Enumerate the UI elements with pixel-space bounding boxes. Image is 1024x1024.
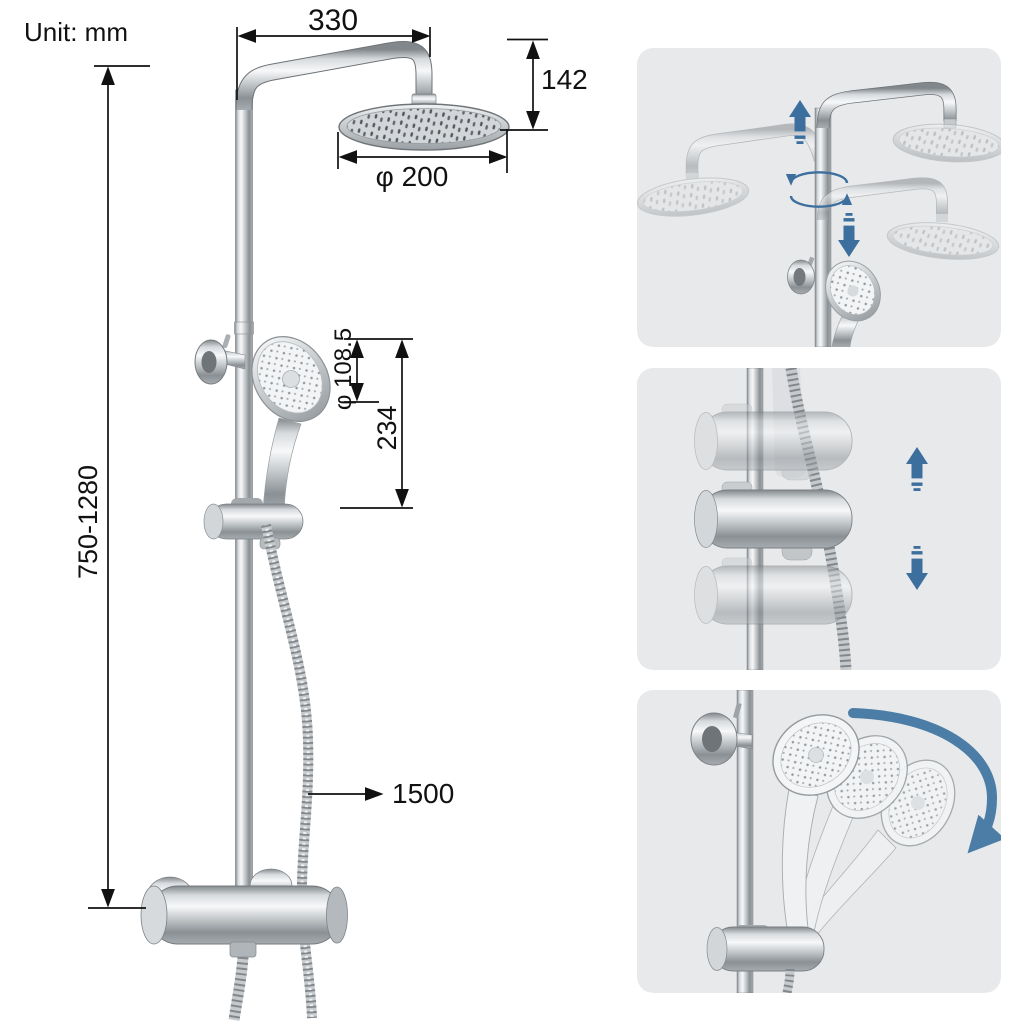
panel3-slider — [706, 925, 825, 993]
main-drawing: Unit: mm 330 142 φ 200 φ 108.5 234 750-1… — [24, 4, 588, 1021]
unit-label: Unit: mm — [24, 17, 128, 47]
valve-knob-right — [326, 886, 348, 944]
curved-swivel-arrow-icon — [848, 708, 1001, 854]
hand-shower-handle — [262, 417, 302, 514]
slider-knob-current — [694, 481, 853, 561]
slider-knob-ghost-bottom — [694, 557, 853, 625]
slider-bracket — [203, 498, 304, 550]
rain-shower-head — [338, 103, 510, 151]
dim-hand-head-diameter — [344, 338, 413, 403]
hand-shower-tilt-1 — [772, 714, 860, 929]
dim-arm-drop — [500, 38, 548, 131]
shower-arm — [235, 41, 438, 112]
panel3-wall-bracket — [690, 702, 753, 766]
feature-panel-handshower-tilt — [637, 690, 1001, 993]
hand-shower — [251, 336, 331, 526]
slider-knob-ghost-top — [694, 403, 853, 481]
dim-riser-height — [88, 65, 150, 909]
panel1-hand-shower — [825, 260, 881, 347]
dim-hand-shower-length — [340, 339, 413, 509]
rain-head-diameter-value: φ 200 — [376, 161, 449, 192]
arm-drop-value: 142 — [541, 64, 588, 95]
rail-joint — [234, 321, 254, 335]
panel1-riser — [814, 107, 832, 347]
hand-shower-length-value: 234 — [372, 405, 402, 450]
ghost-arm-lower-right — [817, 177, 1000, 260]
ghost-head-top-right — [892, 123, 1001, 163]
valve-knob-left — [140, 885, 168, 945]
feature-panel-height-rotation — [637, 48, 1001, 347]
ghost-arm-left — [637, 123, 827, 217]
hose-length-value: 1500 — [392, 778, 454, 809]
riser-height-range-value: 750-1280 — [73, 465, 103, 579]
panel3-rail — [736, 690, 754, 993]
dim-rain-head-diameter — [337, 129, 508, 173]
thermostatic-valve — [140, 868, 348, 1021]
wall-bracket-upper — [194, 334, 246, 385]
dim-arm-length — [236, 27, 431, 100]
rotation-arrows-icon — [785, 171, 853, 208]
arm-length-value: 330 — [308, 4, 358, 37]
panel1-wall-bracket — [787, 256, 815, 295]
hand-head-diameter-value: φ 108.5 — [330, 328, 357, 410]
shower-hose — [261, 524, 317, 1019]
feature-panel-slider — [637, 368, 1001, 670]
